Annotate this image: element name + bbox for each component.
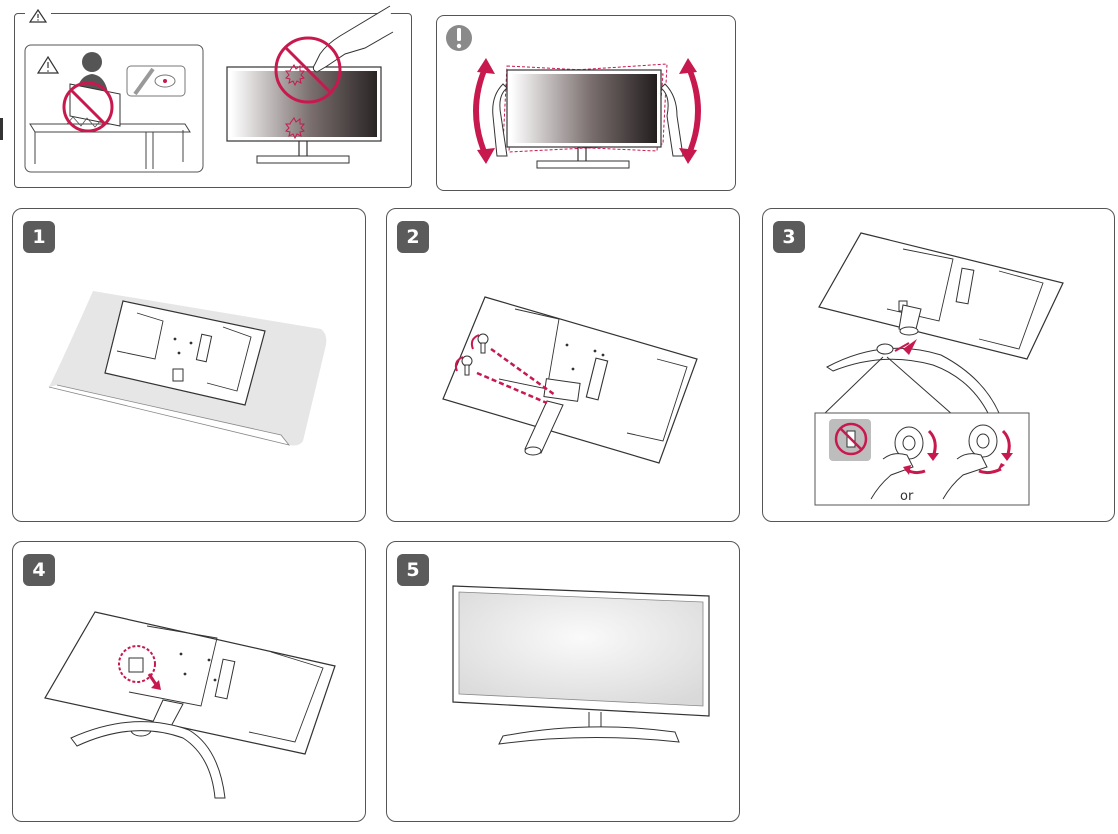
- step-2-illustration: [387, 209, 741, 523]
- step-3-illustration: [763, 209, 1116, 523]
- notice-panel: [436, 15, 736, 191]
- tilt-illustration: [437, 16, 737, 192]
- caution-panel: [14, 13, 412, 188]
- step-1-illustration: [13, 209, 367, 523]
- step-4-panel: 4: [12, 541, 366, 822]
- caution-illustration: [15, 14, 413, 189]
- step-5-panel: 5: [386, 541, 740, 822]
- exclamation-circle-icon: [446, 25, 472, 51]
- page-edge-marker: [0, 118, 3, 140]
- or-label: or: [900, 489, 913, 504]
- step-1-panel: 1: [12, 208, 366, 522]
- step-5-illustration: [387, 542, 741, 823]
- step-2-panel: 2: [386, 208, 740, 522]
- step-4-illustration: [13, 542, 367, 823]
- step-3-panel: 3: [762, 208, 1115, 522]
